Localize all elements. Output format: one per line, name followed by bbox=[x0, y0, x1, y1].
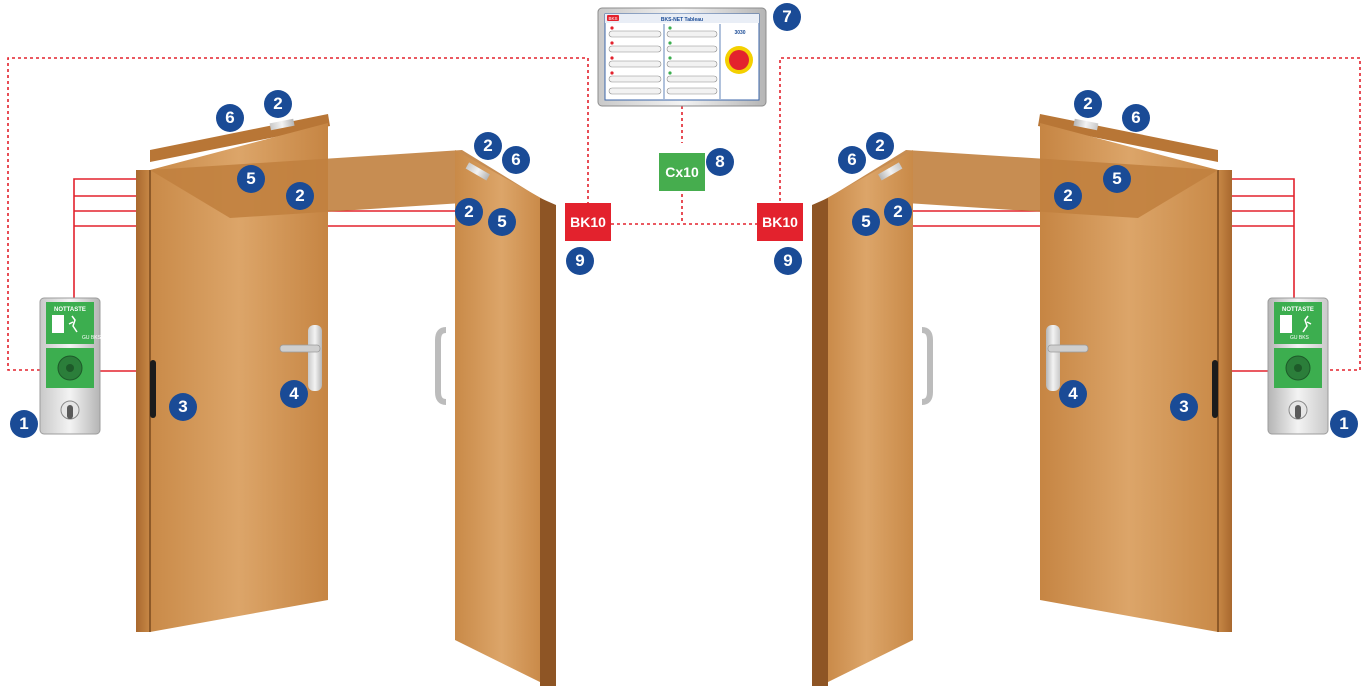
marker-9-left: 9 bbox=[566, 247, 594, 275]
door-contact bbox=[150, 360, 156, 418]
emergency-stop-button[interactable] bbox=[729, 50, 749, 70]
marker-8-cx: 8 bbox=[706, 148, 734, 176]
marker-6-open-right: 6 bbox=[838, 146, 866, 174]
marker-2-wire-right: 2 bbox=[1054, 182, 1082, 210]
panel-slots bbox=[608, 30, 718, 95]
marker-2-frame-left: 2 bbox=[264, 90, 292, 118]
panel-code: 3030 bbox=[734, 30, 745, 36]
switch-brand-right: GU BKS bbox=[1290, 335, 1310, 341]
marker-6-open-left: 6 bbox=[502, 146, 530, 174]
lever-plate bbox=[1046, 325, 1060, 391]
lever-handle bbox=[279, 344, 321, 353]
door-leaf-open bbox=[455, 150, 548, 686]
marker-2-wire2-left: 2 bbox=[455, 198, 483, 226]
marker-2-frame-right: 2 bbox=[1074, 90, 1102, 118]
marker-3-right: 3 bbox=[1170, 393, 1198, 421]
door-leaf-open bbox=[820, 150, 913, 686]
marker-7-panel: 7 bbox=[773, 3, 801, 31]
marker-1-right: 1 bbox=[1330, 410, 1358, 438]
marker-5-wire2-right: 5 bbox=[852, 208, 880, 236]
marker-5-wire-right: 5 bbox=[1103, 165, 1131, 193]
panel-title: BKS-NET Tableau bbox=[661, 17, 703, 23]
marker-6-frame-left: 6 bbox=[216, 104, 244, 132]
marker-4-right: 4 bbox=[1059, 380, 1087, 408]
door-leaf-edge bbox=[812, 198, 828, 686]
marker-2-open-left: 2 bbox=[474, 132, 502, 160]
bk10-module-right: BK10 bbox=[757, 203, 803, 241]
marker-6-frame-right: 6 bbox=[1122, 104, 1150, 132]
marker-3-left: 3 bbox=[169, 393, 197, 421]
switch-label-right: NOTTASTE bbox=[1282, 307, 1314, 313]
marker-2-wire2-right: 2 bbox=[884, 198, 912, 226]
door-edge bbox=[136, 170, 150, 632]
door-closer bbox=[1073, 118, 1099, 131]
marker-9-right: 9 bbox=[774, 247, 802, 275]
emergency-switch-right-body[interactable] bbox=[1267, 297, 1329, 435]
switch-label: NOTTASTE bbox=[54, 307, 86, 313]
marker-2-wire-left: 2 bbox=[286, 182, 314, 210]
cx10-module: Cx10 bbox=[659, 153, 705, 191]
bk10-module-left: BK10 bbox=[565, 203, 611, 241]
left-door-set: NOTTASTE GU BKS bbox=[39, 114, 556, 686]
door-leaf-edge bbox=[540, 198, 556, 686]
marker-2-open-right: 2 bbox=[866, 132, 894, 160]
panel-brand: BKS bbox=[608, 16, 617, 21]
door-closer-2 bbox=[465, 162, 490, 181]
right-door-set bbox=[812, 114, 1329, 686]
panel-leds bbox=[610, 26, 672, 75]
emergency-switch-left[interactable]: NOTTASTE GU BKS bbox=[39, 297, 102, 435]
lever-plate bbox=[308, 325, 322, 391]
door-closer-2 bbox=[878, 162, 903, 181]
door-contact bbox=[1212, 360, 1218, 418]
door-leaf-right bbox=[1040, 123, 1218, 632]
door-edge bbox=[1218, 170, 1232, 632]
control-panel[interactable]: BKS BKS-NET Tableau 3030 bbox=[597, 7, 767, 107]
marker-4-left: 4 bbox=[280, 380, 308, 408]
lever-handle bbox=[1047, 344, 1089, 353]
door-leaf-left bbox=[150, 123, 328, 632]
door-closer bbox=[269, 118, 295, 131]
pull-handle bbox=[921, 327, 933, 405]
marker-5-wire2-left: 5 bbox=[488, 208, 516, 236]
marker-1-left: 1 bbox=[10, 410, 38, 438]
pull-handle bbox=[435, 327, 447, 405]
switch-brand: GU BKS bbox=[82, 335, 102, 341]
marker-5-wire-left: 5 bbox=[237, 165, 265, 193]
